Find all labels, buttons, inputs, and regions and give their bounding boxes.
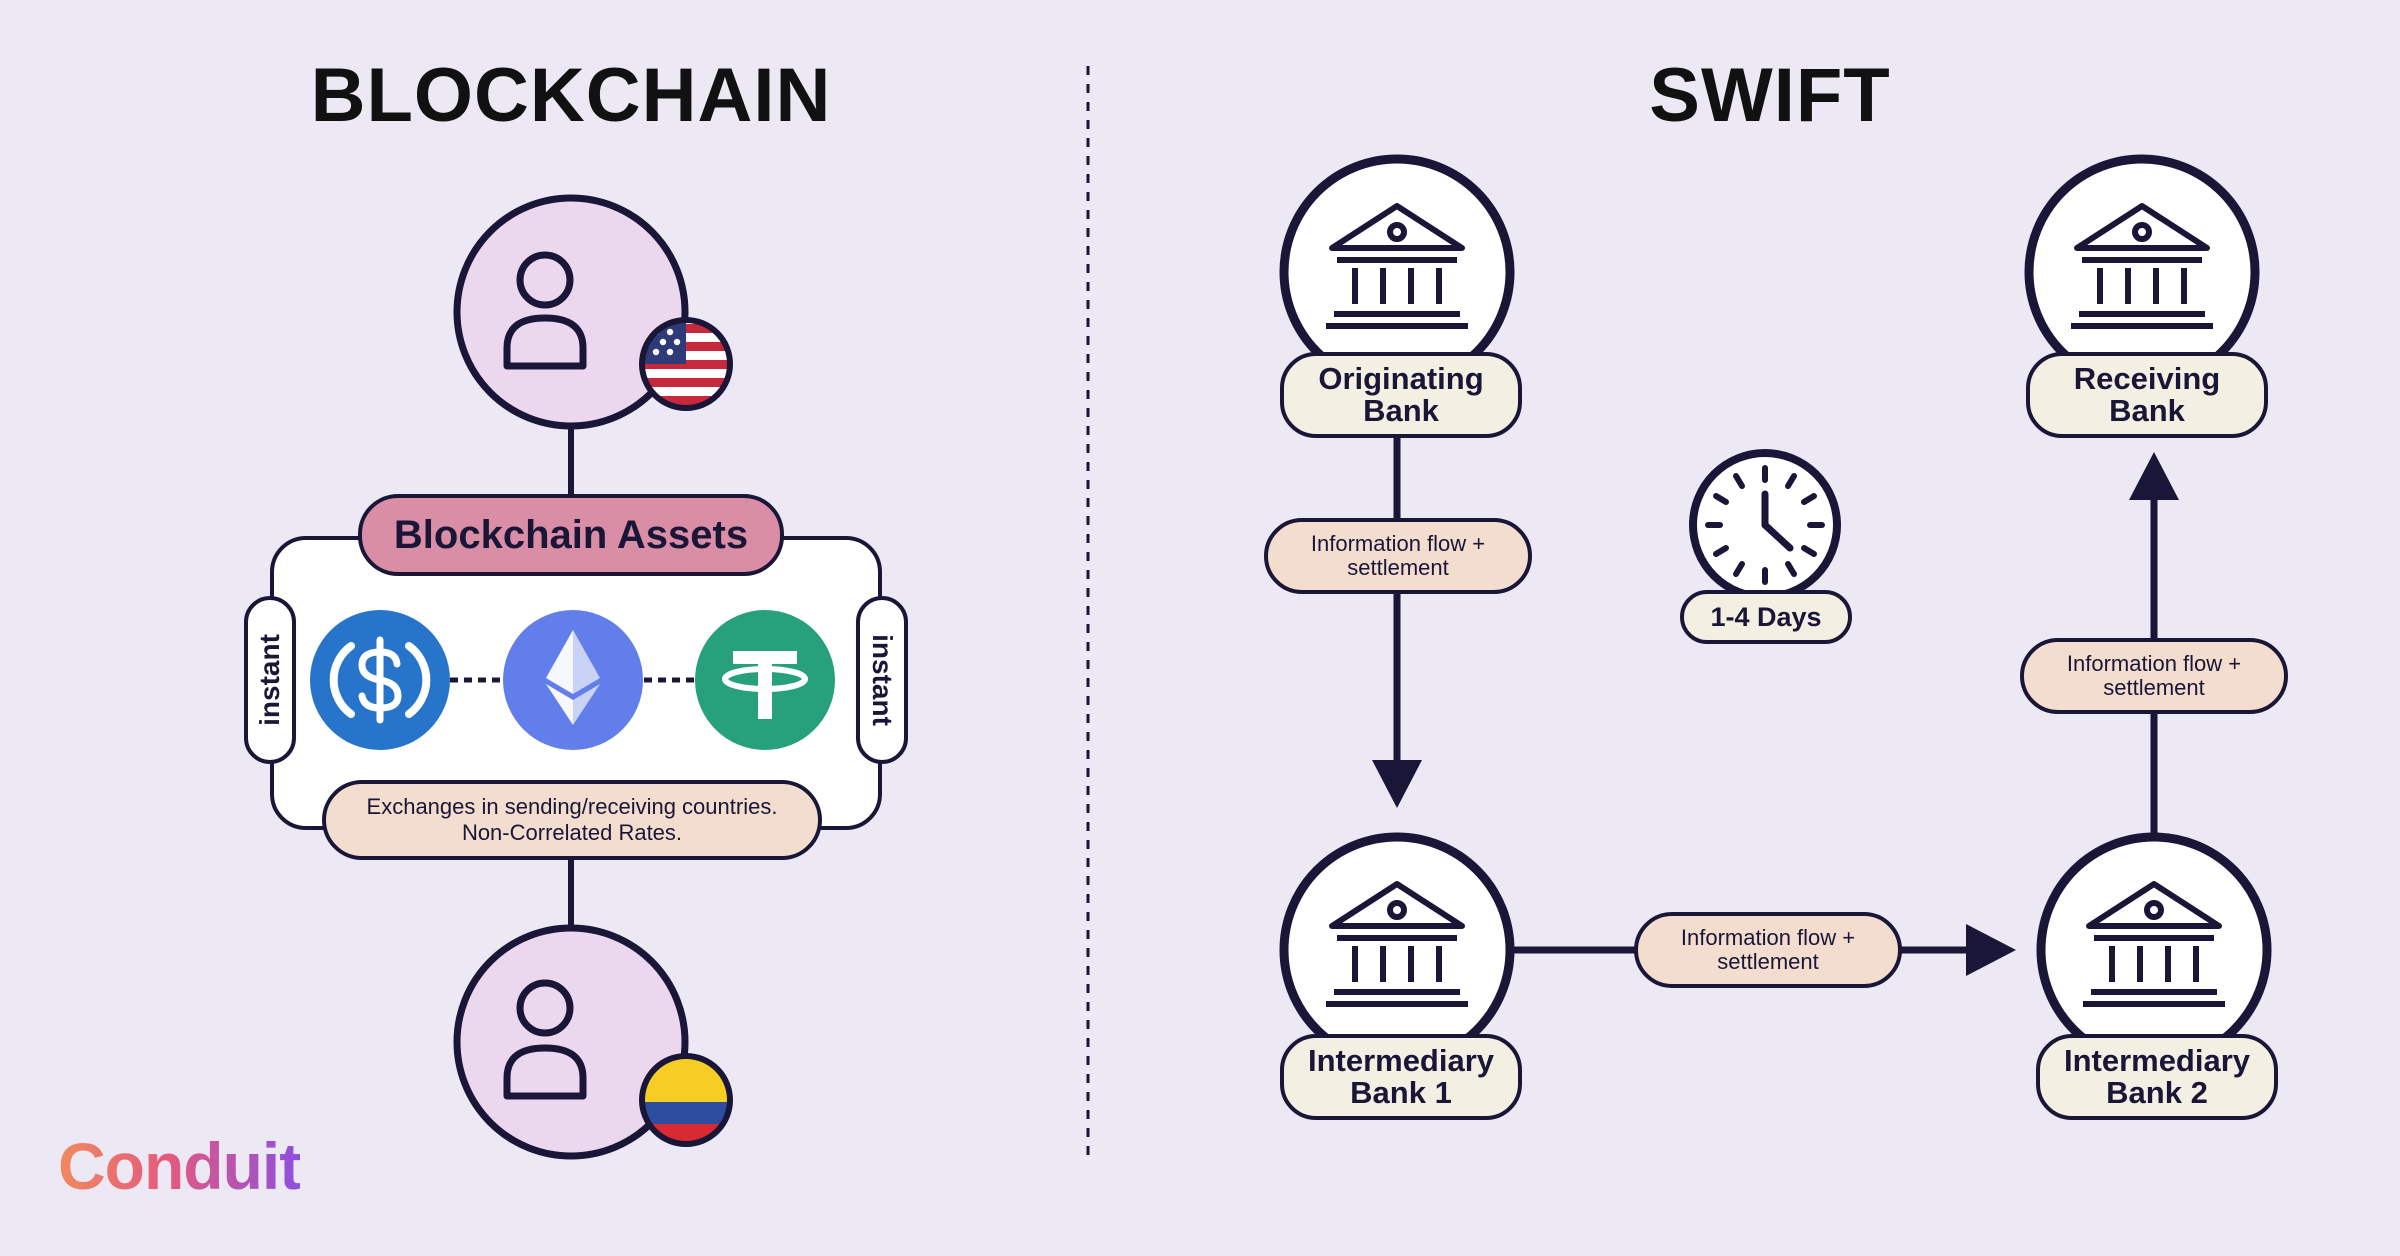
instant-right-label: instant (856, 596, 908, 764)
originating-bank-icon (1279, 154, 1515, 390)
intermediary-bank-1-icon (1279, 832, 1515, 1068)
intermediary-2-line2: Bank 2 (2106, 1075, 2208, 1110)
flow-label-down-line2: settlement (1347, 555, 1449, 580)
receiving-bank-line2: Bank (2109, 393, 2185, 428)
flow-label-up-line2: settlement (2103, 675, 2205, 700)
swift-up-arrowhead (2129, 452, 2179, 500)
instant-right-text: instant (867, 634, 898, 726)
intermediary-bank-1-label: Intermediary Bank 1 (1280, 1034, 1522, 1120)
intermediary-2-line1: Intermediary (2063, 1043, 2251, 1078)
instant-left-label: instant (244, 596, 296, 764)
exchange-rates-note: Exchanges in sending/receiving countries… (322, 780, 822, 860)
flow-label-right: Information flow + settlement (1634, 912, 1902, 988)
originating-bank-line1: Originating (1318, 361, 1484, 396)
flow-label-up-line1: Information flow + (2066, 651, 2242, 676)
swift-down-arrowhead (1372, 760, 1422, 808)
settlement-time-label: 1-4 Days (1680, 590, 1852, 644)
receiver-avatar (453, 924, 689, 1160)
receiving-bank-label: Receiving Bank (2026, 352, 2268, 438)
exchange-note-line2: Non-Correlated Rates. (461, 820, 683, 845)
usdc-coin-icon (310, 610, 450, 750)
flow-label-right-line2: settlement (1717, 949, 1819, 974)
intermediary-bank-2-label: Intermediary Bank 2 (2036, 1034, 2278, 1120)
conduit-logo: Conduit (58, 1129, 301, 1203)
exchange-note-line1: Exchanges in sending/receiving countries… (366, 794, 778, 819)
intermediary-bank-2-icon (2036, 832, 2272, 1068)
swift-heading: SWIFT (1649, 53, 1891, 138)
receiving-bank-line1: Receiving (2073, 361, 2221, 396)
blockchain-heading: BLOCKCHAIN (310, 53, 832, 138)
sender-avatar (453, 194, 689, 430)
us-flag-icon (639, 317, 733, 411)
ethereum-coin-icon (503, 610, 643, 750)
originating-bank-label: Originating Bank (1280, 352, 1522, 438)
instant-left-text: instant (254, 634, 285, 726)
colombia-flag-icon (639, 1053, 733, 1147)
intermediary-1-line2: Bank 1 (1350, 1075, 1452, 1110)
flow-label-down: Information flow + settlement (1264, 518, 1532, 594)
clock-icon (1689, 449, 1841, 601)
originating-bank-line2: Bank (1363, 393, 1439, 428)
flow-label-up: Information flow + settlement (2020, 638, 2288, 714)
flow-label-down-line1: Information flow + (1310, 531, 1486, 556)
flow-label-right-line1: Information flow + (1680, 925, 1856, 950)
tether-coin-icon (695, 610, 835, 750)
blockchain-assets-label: Blockchain Assets (358, 494, 784, 576)
swift-right-arrowhead (1966, 924, 2016, 976)
intermediary-1-line1: Intermediary (1307, 1043, 1495, 1078)
